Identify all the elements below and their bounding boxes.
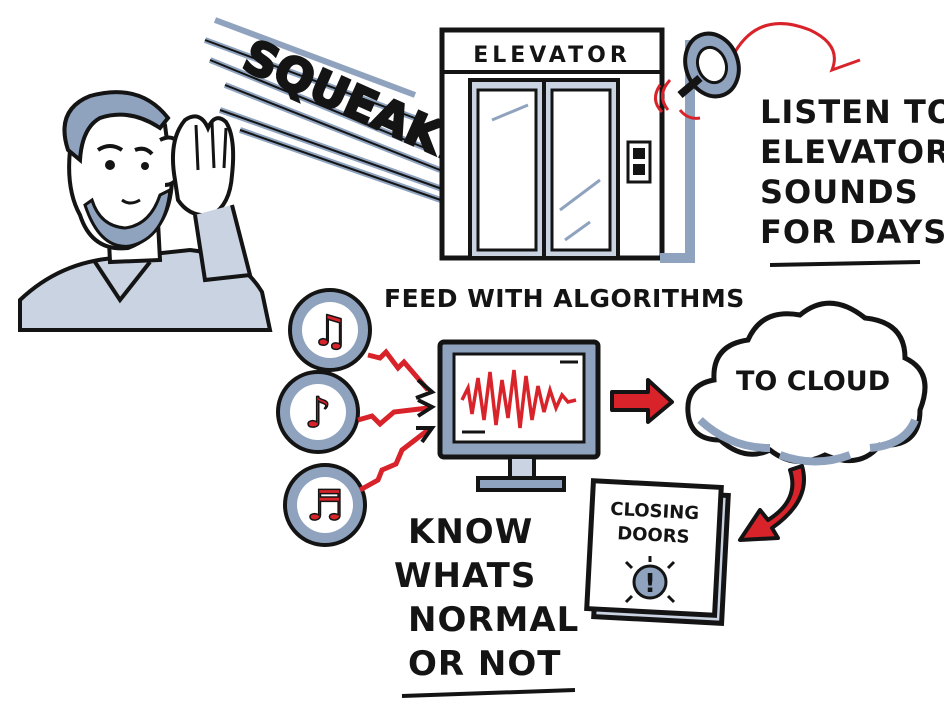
arrow-to-alert: [738, 464, 806, 542]
cloud-illustration: [685, 300, 928, 466]
elevator-illustration: [439, 27, 695, 263]
know-text: KNOW WHATS NORMAL OR NOT: [394, 510, 580, 686]
listen-line: SOUNDS: [760, 173, 919, 211]
know-line: WHATS: [394, 556, 537, 596]
alert-text: CLOSING DOORS: [597, 497, 711, 551]
listen-line: LISTEN TO: [760, 93, 944, 131]
listen-line: ELEVATOR: [760, 133, 944, 171]
microphone-icon: [654, 22, 861, 120]
listen-line: FOR DAYS: [760, 213, 944, 251]
arrow-to-cloud: [610, 378, 674, 424]
listen-underline: [769, 260, 921, 267]
music-note-icon: ♬: [306, 481, 344, 530]
alert-symbol: !: [644, 569, 656, 599]
music-note-icon: ♪: [305, 388, 332, 437]
music-note-icon: ♫: [311, 306, 349, 355]
listen-text: LISTEN TO ELEVATOR SOUNDS FOR DAYS: [760, 92, 944, 252]
squeak-burst: [203, 17, 456, 208]
monitor-illustration: [437, 339, 601, 492]
closing-doors-alert: [584, 478, 731, 626]
elevator-sign-label: ELEVATOR: [473, 43, 631, 68]
input-arrows: [357, 348, 437, 493]
waveform: [460, 369, 577, 429]
music-note-circles: [276, 288, 372, 547]
know-line: KNOW: [408, 512, 534, 552]
know-line: NORMAL: [408, 600, 580, 640]
know-line: OR NOT: [408, 644, 562, 684]
know-underline: [401, 688, 576, 698]
feed-text: FEED WITH ALGORITHMS: [384, 284, 745, 313]
cloud-text: TO CLOUD: [736, 366, 891, 397]
listening-person-illustration: [18, 90, 273, 332]
